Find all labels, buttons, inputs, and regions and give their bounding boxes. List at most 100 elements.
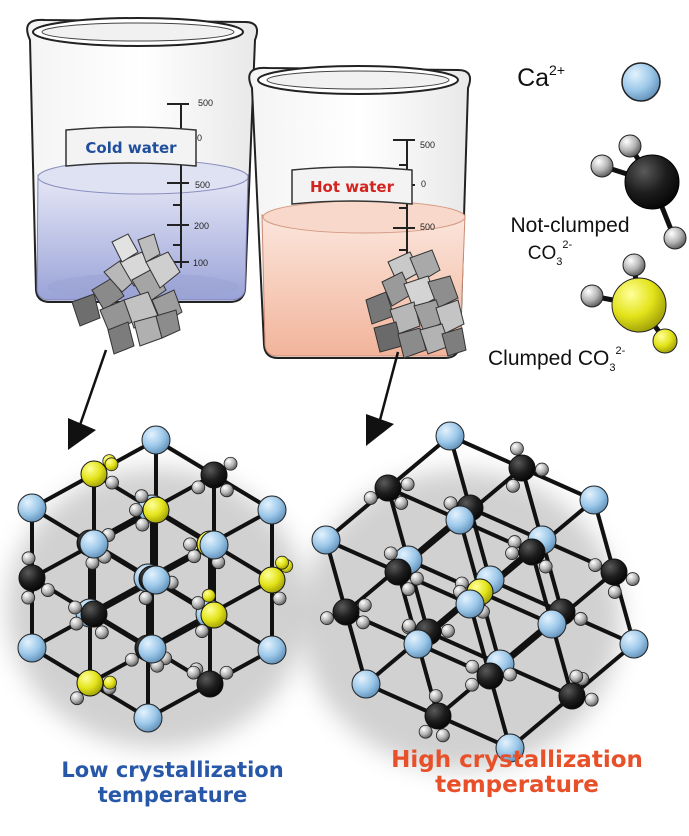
hot-tick-2: 500	[420, 222, 435, 232]
calcium-ion	[137, 634, 167, 664]
not-clumped-carbonate	[384, 558, 412, 586]
oxygen-atom	[538, 559, 553, 574]
low-caption-line-1: Low crystallization	[61, 758, 284, 782]
cold-water-label: Cold water	[85, 139, 177, 157]
calcium-ion	[199, 530, 229, 560]
cold-tick-0: 500	[198, 98, 213, 108]
clumped-label: Clumped CO32-	[488, 345, 626, 374]
high-lattice-atoms	[311, 421, 649, 763]
not-clumped-carbonate	[332, 598, 360, 626]
oxygen-atom	[219, 665, 234, 680]
oxygen-atom	[400, 477, 415, 492]
cold-tick-1: 0	[197, 133, 202, 143]
oxygen-atom	[588, 558, 603, 573]
hot-water-label: Hot water	[310, 178, 395, 196]
ca-ion-label: Ca2+	[517, 62, 565, 92]
cold-arrow	[68, 349, 108, 450]
calcium-ion	[619, 629, 649, 659]
oxygen-atom	[441, 624, 455, 638]
ca-ion-legend: Ca2+	[517, 62, 661, 102]
clumped-carbonate	[142, 496, 170, 524]
ca-ion-icon	[621, 62, 661, 102]
calcium-ion	[133, 703, 163, 733]
low-lattice-atoms	[17, 425, 294, 733]
oxygen-atom	[104, 457, 119, 472]
hot-water-tag: Hot water	[291, 166, 413, 205]
calcium-ion	[257, 635, 287, 665]
oxygen-atom	[625, 572, 640, 586]
oxygen-atom	[103, 675, 117, 690]
oxygen-atom	[134, 489, 149, 504]
calcium-ion	[403, 629, 433, 659]
high-caption-line-1: High crystallization	[391, 747, 643, 773]
cold-tick-4: 100	[193, 258, 208, 268]
oxygen-atom	[223, 456, 238, 471]
hot-crystal-cluster	[365, 249, 467, 359]
oxygen-atom	[357, 598, 372, 613]
oxygen-atom	[272, 591, 287, 606]
calcium-ion	[445, 505, 475, 535]
calcium-ion	[537, 609, 567, 639]
not-clumped-carbonate	[558, 682, 586, 710]
low-temperature-caption: Low crystallization temperature	[0, 758, 345, 808]
cold-tick-2: 500	[195, 180, 210, 190]
oxygen-atom	[320, 611, 334, 626]
oxygen-atom	[41, 583, 55, 598]
clumped-molecule-icon	[580, 253, 678, 354]
oxygen-atom	[584, 692, 599, 707]
not-clumped-carbonate	[600, 558, 628, 586]
oxygen-atom	[428, 689, 443, 704]
hot-tick-0: 500	[420, 140, 435, 150]
oxygen-atom	[402, 618, 416, 633]
not-clumped-carbonate	[18, 564, 46, 592]
cold-crystal-cluster	[71, 233, 183, 355]
oxygen-atom	[124, 652, 139, 667]
hot-tick-1: 0	[421, 179, 426, 189]
not-clumped-carbonate	[374, 474, 402, 502]
clumped-carbonate	[80, 460, 108, 488]
oxygen-atom	[187, 549, 202, 564]
calcium-ion	[351, 669, 381, 699]
oxygen-atom	[195, 624, 209, 638]
clumped-carbonate	[76, 669, 104, 697]
clumped-carbonate	[200, 601, 228, 629]
calcium-ion	[495, 733, 525, 763]
not-clumped-carbonate	[196, 670, 224, 698]
oxygen-atom	[105, 475, 119, 490]
calcium-ion	[141, 425, 171, 455]
calcium-ion	[311, 525, 341, 555]
oxygen-atom	[383, 546, 398, 561]
not-clumped-label: Not-clumped	[510, 214, 629, 237]
calcium-ion	[17, 493, 47, 523]
clumped-carbonate	[258, 566, 286, 594]
oxygen-atom	[569, 669, 584, 684]
legend: Ca2+ Not-clumped CO32- Clumped	[488, 62, 687, 374]
oxygen-atom	[186, 665, 201, 680]
cold-tick-3: 200	[194, 221, 209, 231]
oxygen-atom	[275, 555, 289, 570]
oxygen-atom	[465, 659, 480, 674]
not-clumped-carbonate	[80, 600, 108, 628]
oxygen-atom	[129, 503, 143, 517]
not-clumped-carbonate	[476, 662, 504, 690]
calcium-ion	[17, 633, 47, 663]
oxygen-atom	[435, 728, 450, 743]
high-temperature-lattice	[301, 421, 649, 770]
oxygen-atom	[505, 546, 519, 561]
oxygen-atom	[138, 591, 153, 605]
not-clumped-carbonate	[508, 454, 536, 482]
cold-beaker: 500 0 500 200 100 Cold water	[26, 17, 258, 303]
oxygen-atom	[201, 588, 216, 603]
calcium-ion	[257, 495, 287, 525]
not-clumped-carbonate	[200, 461, 228, 489]
oxygen-atom	[21, 551, 36, 566]
low-temperature-lattice	[7, 425, 307, 748]
oxygen-atom	[70, 691, 84, 706]
oxygen-atom	[573, 612, 588, 626]
oxygen-atom	[69, 616, 84, 631]
not-clumped-carbonate	[518, 538, 546, 566]
calcium-ion	[141, 565, 171, 595]
calcium-ion	[579, 485, 609, 515]
cold-water-tag: Cold water	[65, 126, 197, 167]
oxygen-atom	[363, 491, 378, 505]
